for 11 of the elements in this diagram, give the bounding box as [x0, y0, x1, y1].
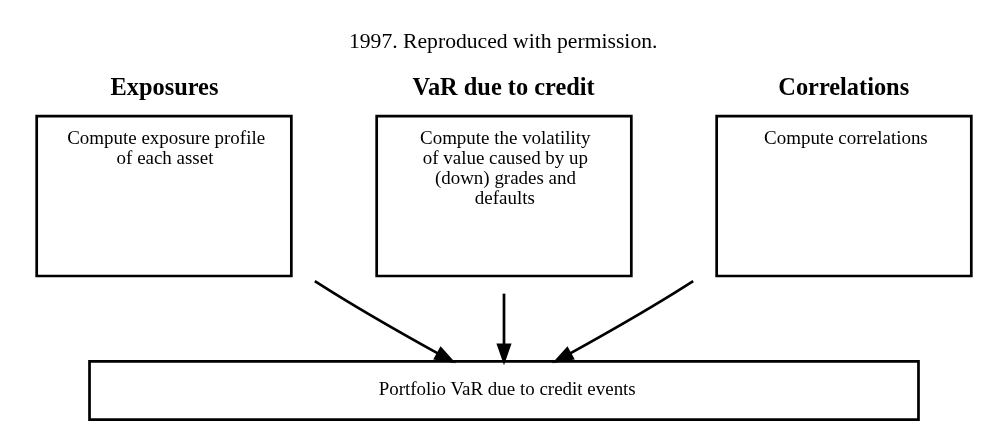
diagram-title: 1997. Reproduced with permission. [348, 29, 658, 54]
node-box: Portfolio VaR due to credit events [88, 360, 920, 421]
node-box: Compute exposure profile of each asset [35, 114, 293, 278]
arrow [552, 280, 694, 364]
node-box: Compute correlations [715, 114, 973, 278]
node-label: Exposures [110, 73, 219, 101]
arrow [314, 280, 456, 364]
node-label: VaR due to credit [412, 73, 595, 101]
node-label: Correlations [778, 73, 910, 101]
arrow [496, 293, 512, 366]
node-box: Compute the volatility of value caused by up (down) grades and defaults [375, 114, 633, 278]
